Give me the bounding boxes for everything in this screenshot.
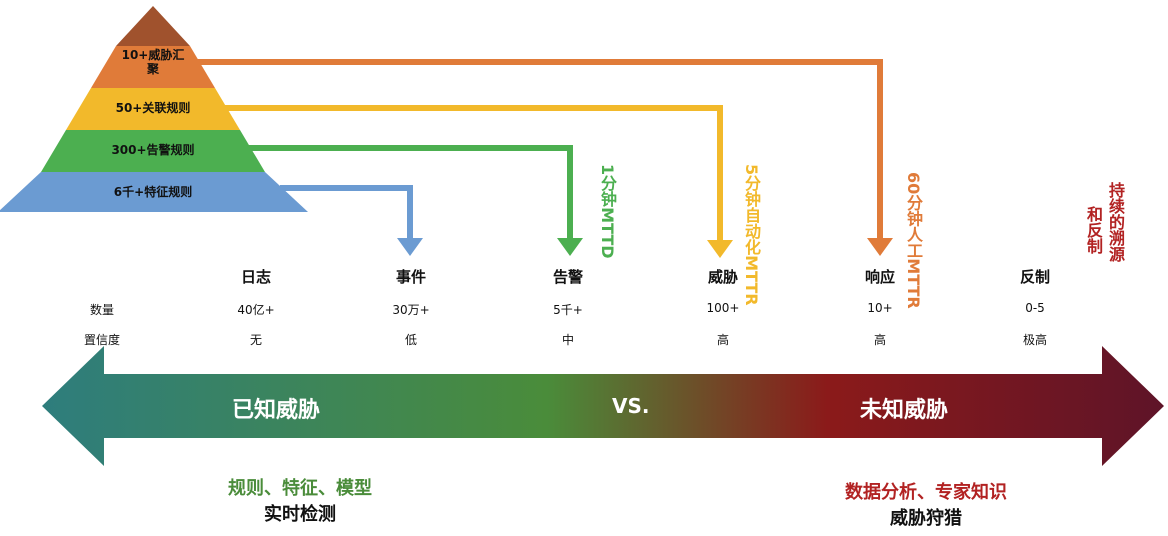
stage-counter: 反制 — [1019, 268, 1050, 286]
connector-blue — [280, 185, 413, 240]
footer-left-title: 实时检测 — [264, 504, 336, 525]
annotation-trace-line2: 和反制 — [1084, 206, 1103, 254]
arrowhead-green — [557, 238, 583, 256]
band-unknown-threats: 未知威胁 — [860, 398, 949, 423]
confidence-value: 高 — [716, 333, 729, 347]
pyramid-label-level-1: 10+威胁汇聚 — [121, 48, 185, 76]
confidence-value: 低 — [404, 333, 417, 347]
confidence-value: 极高 — [1022, 333, 1047, 347]
pyramid-level-2 — [66, 88, 240, 130]
annotation-manual-mttr: 60分钟人工MTTR — [904, 172, 923, 309]
annotation-auto-mttr: 5分钟自动化MTTR — [742, 164, 761, 306]
stage-log: 日志 — [240, 268, 271, 286]
row-label-quantity: 数量 — [89, 303, 114, 317]
stage-threat: 威胁 — [707, 268, 738, 286]
quantity-value: 40亿+ — [237, 303, 275, 317]
band-vs: VS. — [612, 394, 650, 418]
connector-orange — [190, 59, 883, 240]
confidence-value: 中 — [561, 333, 574, 347]
row-label-confidence: 置信度 — [83, 333, 120, 347]
footer-right-methods: 数据分析、专家知识 — [845, 482, 1007, 503]
quantity-value: 100+ — [706, 301, 740, 315]
pyramid-level-1 — [91, 46, 215, 88]
arrowhead-blue — [397, 238, 423, 256]
stage-alert: 告警 — [552, 268, 583, 286]
pyramid-label-level-4: 6千+特征规则 — [113, 185, 193, 199]
stage-event: 事件 — [395, 268, 426, 286]
quantity-value: 10+ — [867, 301, 893, 315]
connector-green — [240, 145, 573, 240]
annotation-trace-line1: 持续的溯源 — [1106, 182, 1125, 262]
footer-left-methods: 规则、特征、模型 — [228, 478, 372, 499]
arrowhead-orange — [867, 238, 893, 256]
footer-right-title: 威胁狩猎 — [890, 508, 962, 529]
annotation-mttd: 1分钟MTTD — [598, 164, 617, 259]
pyramid-label-level-2: 50+关联规则 — [115, 101, 191, 115]
pyramid-apex — [116, 6, 190, 46]
quantity-value: 0-5 — [1025, 301, 1045, 315]
confidence-value: 高 — [873, 333, 886, 347]
connector-yellow — [215, 105, 723, 242]
confidence-value: 无 — [249, 333, 262, 347]
pyramid-level-4 — [0, 172, 308, 212]
arrowhead-yellow — [707, 240, 733, 258]
quantity-value: 5千+ — [553, 303, 583, 317]
pyramid-level-3 — [41, 130, 265, 172]
band-known-threats: 已知威胁 — [232, 398, 321, 423]
pyramid-label-level-3: 300+告警规则 — [111, 143, 195, 157]
quantity-value: 30万+ — [392, 303, 430, 317]
comparison-band — [42, 346, 1164, 466]
stage-response: 响应 — [864, 268, 895, 286]
